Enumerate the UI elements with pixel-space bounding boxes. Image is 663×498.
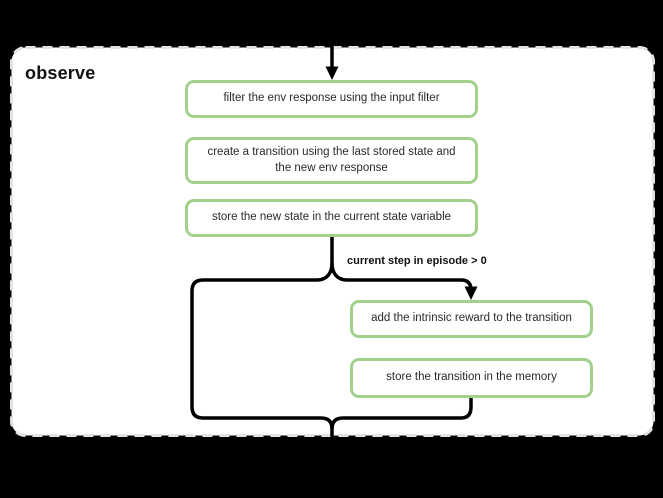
node-label: store the new state in the current state… bbox=[211, 211, 452, 224]
edge-left-bypass bbox=[190, 236, 334, 498]
edge-right-merge bbox=[330, 398, 473, 430]
node-create-transition[interactable]: create a transition using the last store… bbox=[185, 137, 478, 184]
arrowhead-right-branch bbox=[464, 286, 478, 300]
node-filter-env-response[interactable]: filter the env response using the input … bbox=[185, 80, 478, 118]
node-label: filter the env response using the input … bbox=[223, 92, 440, 105]
node-label: create a transition using the last store… bbox=[207, 145, 456, 174]
node-label: add the intrinsic reward to the transiti… bbox=[371, 312, 572, 325]
panel-title: observe bbox=[25, 63, 96, 83]
condition-label: current step in episode > 0 bbox=[347, 255, 487, 267]
edge-right-branch bbox=[330, 262, 473, 292]
node-label: store the transition in the memory bbox=[386, 371, 557, 384]
arrowhead-incoming bbox=[325, 66, 339, 80]
node-store-new-state[interactable]: store the new state in the current state… bbox=[185, 199, 478, 237]
node-add-intrinsic-reward[interactable]: add the intrinsic reward to the transiti… bbox=[350, 300, 593, 338]
node-store-transition[interactable]: store the transition in the memory bbox=[350, 358, 593, 398]
